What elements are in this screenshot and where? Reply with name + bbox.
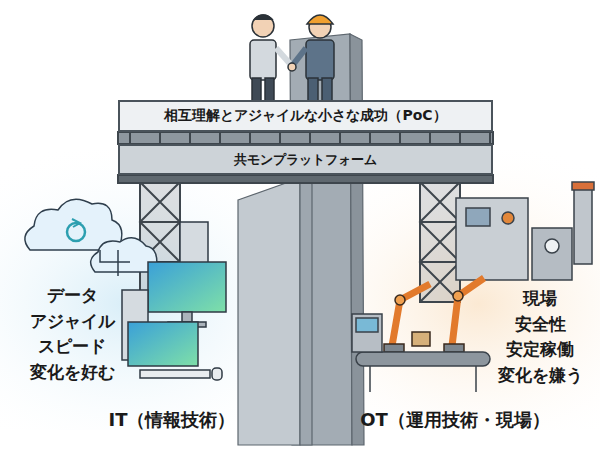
bridge-frame xyxy=(118,132,493,183)
computers-part xyxy=(128,322,198,366)
factory-machines xyxy=(456,182,594,280)
ot-caption: OT（運用技術・現場） xyxy=(360,408,550,432)
factory-machines-part xyxy=(545,239,559,253)
bridge-frame-part xyxy=(130,132,490,144)
robot-arms-part xyxy=(444,344,464,352)
bridge-frame-part xyxy=(118,132,493,144)
wall xyxy=(238,34,364,445)
robot-arms-part xyxy=(412,332,430,346)
computers-part xyxy=(182,312,192,322)
robot-arms-part xyxy=(392,284,430,346)
cloud-icons xyxy=(25,199,157,276)
robot-arms xyxy=(384,278,484,352)
band-text: 共モンプラットフォーム xyxy=(234,151,377,169)
bridge-frame-part xyxy=(118,175,493,183)
wall-part xyxy=(350,34,364,445)
robot-arms-part xyxy=(395,295,405,305)
it-caption: IT（情報技術） xyxy=(109,408,236,432)
computers xyxy=(122,222,226,380)
factory-machines-part xyxy=(466,208,490,226)
handshake-people xyxy=(250,15,334,102)
conveyor xyxy=(352,314,490,392)
handshake-people-part xyxy=(306,40,334,80)
handshake-people-part xyxy=(252,78,261,102)
factory-machines-part xyxy=(572,182,594,190)
factory-machines-part xyxy=(456,198,528,280)
conveyor-part xyxy=(370,366,476,392)
wall-part xyxy=(300,178,312,445)
cloud-icons-part xyxy=(100,250,130,276)
conveyor-part xyxy=(356,318,378,332)
bridge-girder-band: 相互理解とアジャイルな小さな成功（PoC） xyxy=(118,100,493,132)
factory-machines-part xyxy=(502,212,514,224)
computers-part xyxy=(212,368,222,380)
conveyor-part xyxy=(352,314,382,352)
cloud-icons-part xyxy=(72,219,80,227)
computers-part xyxy=(148,262,226,312)
handshake-people-part xyxy=(254,15,273,20)
handshake-people-part xyxy=(322,78,332,102)
robot-arms-part xyxy=(384,344,404,352)
computers-part xyxy=(140,370,210,378)
factory-machines-part xyxy=(532,228,572,280)
platform-deck-band: 共モンプラットフォーム xyxy=(118,144,493,175)
it-traits: データ アジャイル スピード 変化を好む xyxy=(30,283,115,385)
handshake-people-part xyxy=(288,63,296,71)
band-text: 相互理解とアジャイルな小さな成功（PoC） xyxy=(164,107,446,125)
handshake-people-part xyxy=(250,40,276,80)
handshake-people-part xyxy=(252,15,274,37)
handshake-people-part xyxy=(307,15,333,24)
robot-arms-part xyxy=(452,278,484,346)
wall-part xyxy=(238,178,300,445)
conveyor-part xyxy=(356,352,490,366)
ot-traits: 現場 安全性 安定稼働 変化を嫌う xyxy=(498,286,583,388)
handshake-people-part xyxy=(308,78,318,102)
handshake-people-part xyxy=(265,78,274,102)
factory-machines-part xyxy=(574,186,592,264)
robot-arms-part xyxy=(453,291,463,301)
